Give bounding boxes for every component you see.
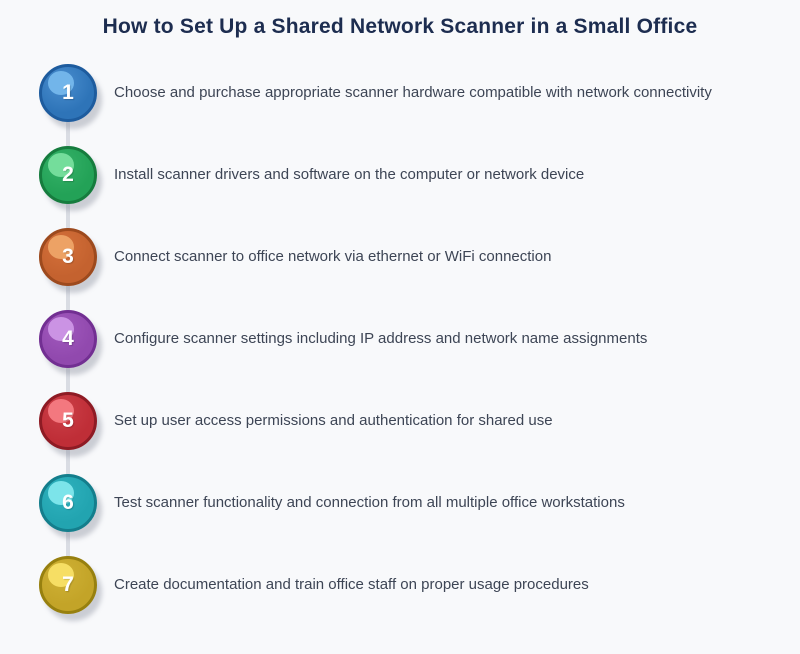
step-number-badge: 6 bbox=[39, 474, 97, 532]
step-number: 3 bbox=[62, 245, 74, 268]
step-number-badge: 2 bbox=[39, 146, 97, 204]
step-number-badge: 4 bbox=[39, 310, 97, 368]
step-label: Install scanner drivers and software on … bbox=[114, 166, 585, 184]
step-label: Set up user access permissions and authe… bbox=[114, 412, 553, 430]
step-row: 7 Create documentation and train office … bbox=[0, 544, 800, 626]
step-label: Choose and purchase appropriate scanner … bbox=[114, 84, 712, 102]
step-label: Test scanner functionality and connectio… bbox=[114, 494, 625, 512]
step-number: 7 bbox=[62, 573, 74, 596]
step-number: 1 bbox=[62, 81, 74, 104]
step-row: 5 Set up user access permissions and aut… bbox=[0, 380, 800, 462]
step-number: 2 bbox=[62, 163, 74, 186]
step-row: 2 Install scanner drivers and software o… bbox=[0, 134, 800, 216]
page-title: How to Set Up a Shared Network Scanner i… bbox=[102, 15, 698, 38]
step-row: 1 Choose and purchase appropriate scanne… bbox=[0, 52, 800, 134]
step-label: Connect scanner to office network via et… bbox=[114, 248, 552, 266]
step-number-badge: 1 bbox=[39, 64, 97, 122]
step-row: 6 Test scanner functionality and connect… bbox=[0, 462, 800, 544]
step-number: 6 bbox=[62, 491, 74, 514]
step-number-badge: 5 bbox=[39, 392, 97, 450]
step-label: Create documentation and train office st… bbox=[114, 576, 589, 594]
step-row: 3 Connect scanner to office network via … bbox=[0, 216, 800, 298]
steps-list: 1 Choose and purchase appropriate scanne… bbox=[0, 52, 800, 626]
step-label: Configure scanner settings including IP … bbox=[114, 330, 648, 348]
step-number: 5 bbox=[62, 409, 74, 432]
step-number-badge: 3 bbox=[39, 228, 97, 286]
step-number: 4 bbox=[62, 327, 74, 350]
step-row: 4 Configure scanner settings including I… bbox=[0, 298, 800, 380]
step-number-badge: 7 bbox=[39, 556, 97, 614]
